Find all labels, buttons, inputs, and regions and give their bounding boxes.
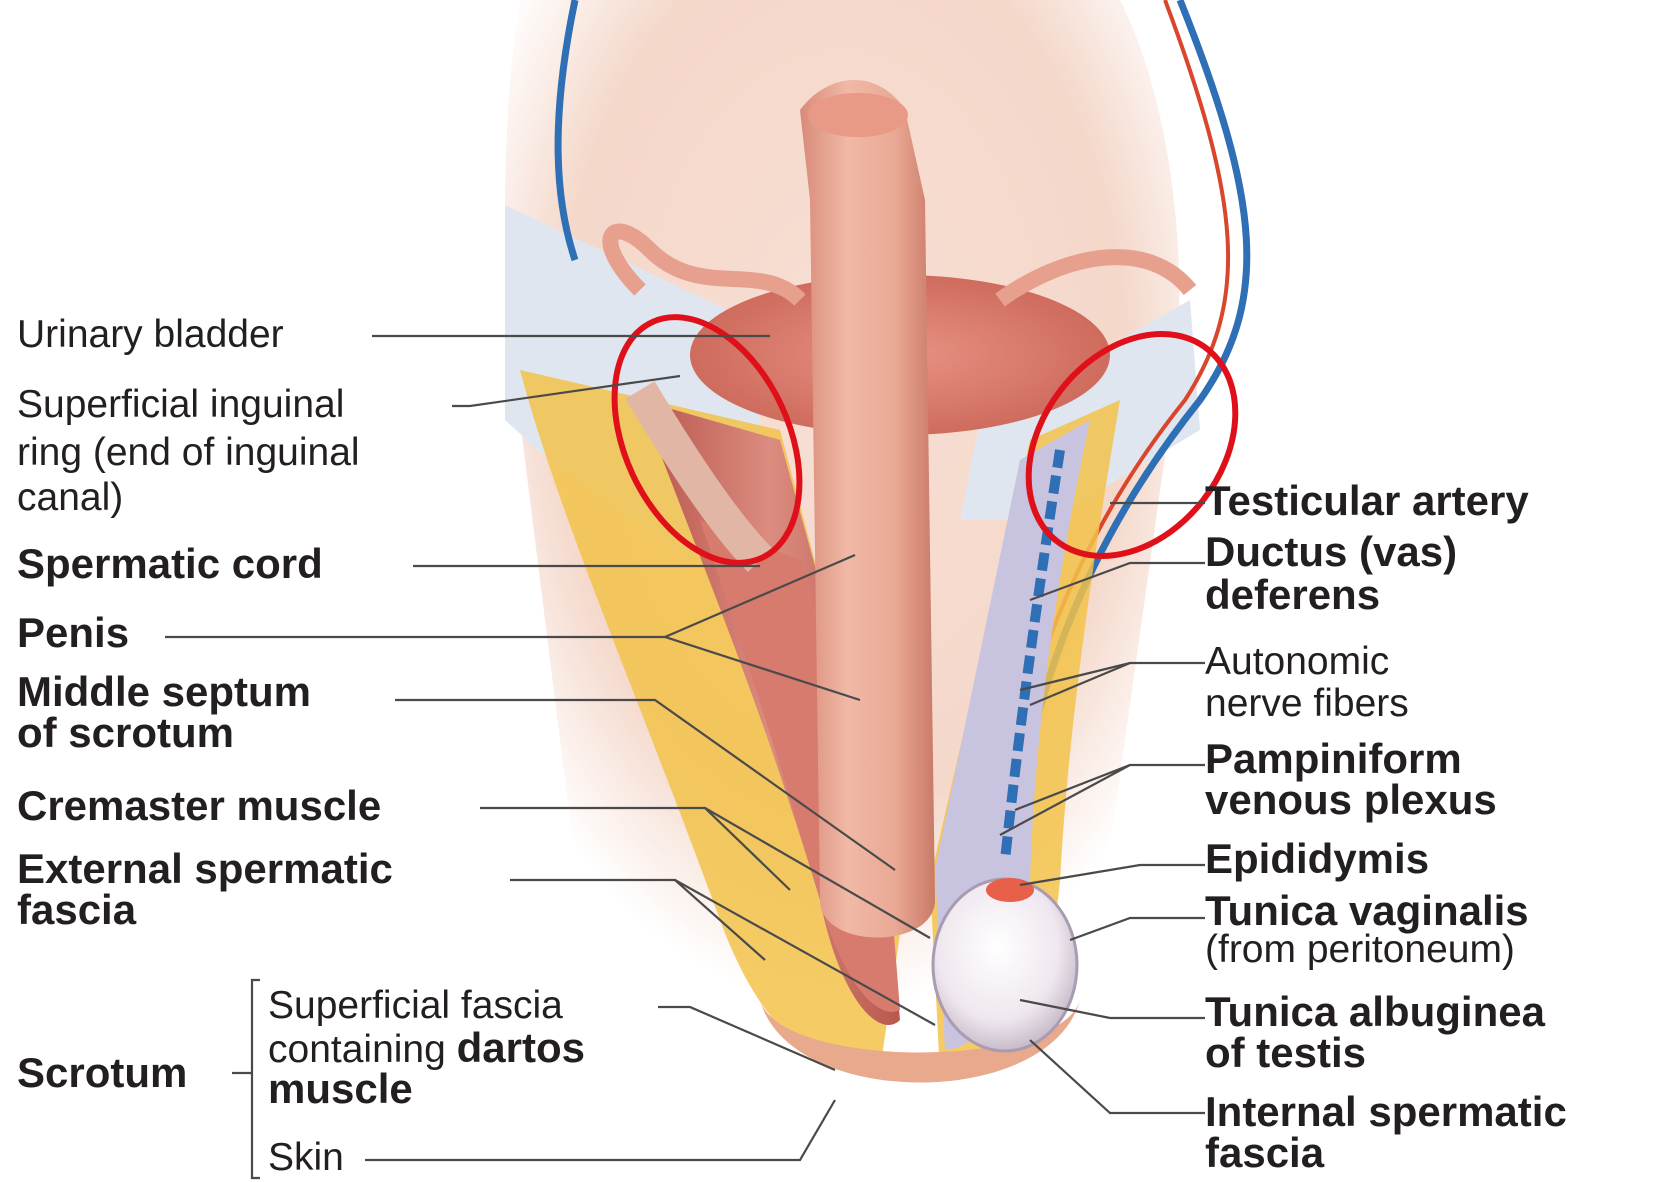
epididymis bbox=[986, 878, 1034, 902]
label-penis: Penis bbox=[17, 609, 129, 656]
label-epididymis: Epididymis bbox=[1205, 835, 1429, 882]
label-middle-septum: Middle septum of scrotum bbox=[17, 668, 311, 756]
label-superficial-fascia: Superficial fascia containing dartos mus… bbox=[268, 984, 585, 1112]
label-tunica-vaginalis: Tunica vaginalis (from peritoneum) bbox=[1205, 887, 1529, 972]
label-tunica-albuginea: Tunica albuginea of testis bbox=[1205, 988, 1545, 1076]
scrotum-bracket bbox=[232, 980, 260, 1178]
label-superficial-fascia-muscle: muscle bbox=[268, 1065, 585, 1112]
label-pampiniform-plexus-line1: Pampiniform bbox=[1205, 735, 1497, 782]
label-external-spermatic-fascia-line2: fascia bbox=[17, 886, 393, 933]
label-superficial-inguinal-ring-line3: canal) bbox=[17, 476, 360, 520]
label-testicular-artery: Testicular artery bbox=[1205, 477, 1529, 524]
label-internal-spermatic-fascia-line2: fascia bbox=[1205, 1129, 1567, 1176]
label-ductus-deferens: Ductus (vas) deferens bbox=[1205, 528, 1457, 618]
label-scrotum: Scrotum bbox=[17, 1049, 187, 1096]
label-middle-septum-line1: Middle septum bbox=[17, 668, 311, 715]
label-superficial-fascia-containing: containing bbox=[268, 1028, 457, 1071]
penis-shaft bbox=[800, 80, 935, 938]
label-internal-spermatic-fascia-line1: Internal spermatic bbox=[1205, 1088, 1567, 1135]
label-spermatic-cord: Spermatic cord bbox=[17, 540, 323, 587]
label-superficial-fascia-dartos: dartos bbox=[457, 1024, 585, 1071]
label-superficial-fascia-line1: Superficial fascia bbox=[268, 984, 585, 1028]
penis-glans bbox=[808, 93, 908, 137]
label-pampiniform-plexus-line2: venous plexus bbox=[1205, 776, 1497, 823]
label-ductus-deferens-line2: deferens bbox=[1205, 571, 1457, 618]
label-pampiniform-plexus: Pampiniform venous plexus bbox=[1205, 735, 1497, 823]
label-internal-spermatic-fascia: Internal spermatic fascia bbox=[1205, 1088, 1567, 1176]
testis bbox=[933, 879, 1077, 1051]
label-external-spermatic-fascia: External spermatic fascia bbox=[17, 845, 393, 933]
label-middle-septum-line2: of scrotum bbox=[17, 709, 311, 756]
label-tunica-albuginea-line2: of testis bbox=[1205, 1029, 1545, 1076]
label-skin: Skin bbox=[268, 1136, 344, 1180]
label-superficial-inguinal-ring-line1: Superficial inguinal bbox=[17, 383, 360, 427]
label-urinary-bladder: Urinary bladder bbox=[17, 313, 284, 357]
label-superficial-inguinal-ring: Superficial inguinal ring (end of inguin… bbox=[17, 383, 360, 520]
label-ductus-deferens-line1: Ductus (vas) bbox=[1205, 528, 1457, 575]
label-autonomic-nerve-fibers: Autonomic nerve fibers bbox=[1205, 640, 1409, 725]
label-tunica-vaginalis-line2: (from peritoneum) bbox=[1205, 928, 1529, 972]
label-cremaster-muscle: Cremaster muscle bbox=[17, 782, 381, 829]
label-superficial-fascia-line2: containing dartos bbox=[268, 1024, 585, 1072]
label-autonomic-nerve-fibers-line2: nerve fibers bbox=[1205, 682, 1409, 726]
label-autonomic-nerve-fibers-line1: Autonomic bbox=[1205, 640, 1409, 684]
label-external-spermatic-fascia-line1: External spermatic bbox=[17, 845, 393, 892]
label-tunica-vaginalis-line1: Tunica vaginalis bbox=[1205, 887, 1529, 934]
label-superficial-inguinal-ring-line2: ring (end of inguinal bbox=[17, 431, 360, 475]
label-tunica-albuginea-line1: Tunica albuginea bbox=[1205, 988, 1545, 1035]
